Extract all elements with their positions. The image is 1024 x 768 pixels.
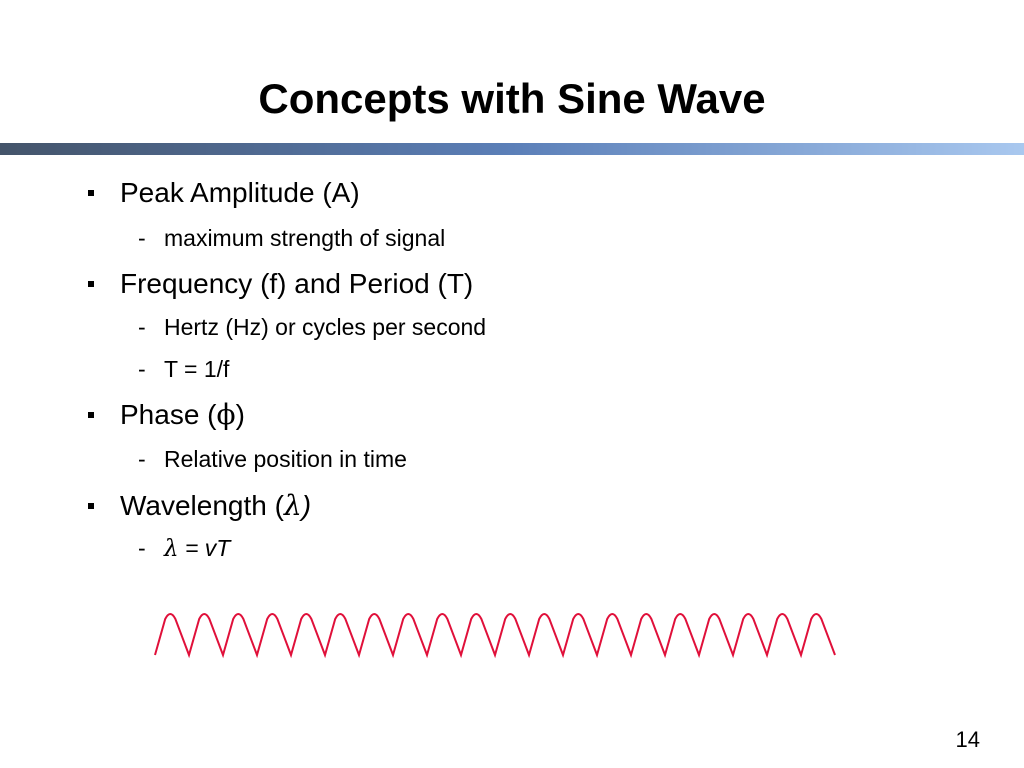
bullet-marker-icon — [88, 412, 94, 418]
bullet-label-suffix: ) — [235, 399, 245, 430]
bullet-phase: Phase (ϕ) — [120, 398, 245, 432]
bullet-label: Wavelength ( — [120, 490, 284, 521]
formula-text: = vT — [178, 535, 231, 561]
bullet-wavelength: Wavelength (λ) — [120, 489, 311, 523]
lambda-symbol: λ — [283, 489, 302, 522]
slide-title: Concepts with Sine Wave — [258, 75, 766, 122]
bullet-marker-icon — [88, 281, 94, 287]
bullet-marker-icon — [88, 503, 94, 509]
sub-item-phase-def: Relative position in time — [164, 446, 407, 472]
bullet-label-suffix: ) — [301, 490, 312, 521]
sub-dash: - — [138, 535, 146, 561]
sub-dash: - — [138, 446, 146, 472]
bullet-label: Frequency (f) and Period (T) — [120, 268, 474, 299]
lambda-symbol: λ — [164, 536, 179, 562]
sub-dash: - — [138, 356, 146, 382]
sub-item-amplitude-def: maximum strength of signal — [164, 225, 446, 251]
sub-item-hertz: Hertz (Hz) or cycles per second — [164, 314, 487, 340]
bullet-peak-amplitude: Peak Amplitude (A) — [120, 176, 360, 210]
page-number: 14 — [955, 727, 980, 752]
sub-item-wavelength-formula: λ = vT — [164, 534, 230, 563]
bullet-frequency-period: Frequency (f) and Period (T) — [120, 267, 473, 301]
bullet-label: Phase ( — [120, 399, 217, 430]
title-divider — [0, 143, 1024, 155]
bullet-label: Peak Amplitude (A) — [120, 177, 360, 208]
sub-dash: - — [138, 225, 146, 251]
bullet-list: Peak Amplitude (A) - maximum strength of… — [88, 176, 487, 563]
sub-item-period-formula: T = 1/f — [164, 356, 230, 382]
phi-symbol: ϕ — [216, 398, 236, 431]
sine-wave-illustration — [154, 613, 836, 659]
wave-path — [154, 613, 836, 659]
bullet-marker-icon — [88, 190, 94, 196]
sub-dash: - — [138, 314, 146, 340]
